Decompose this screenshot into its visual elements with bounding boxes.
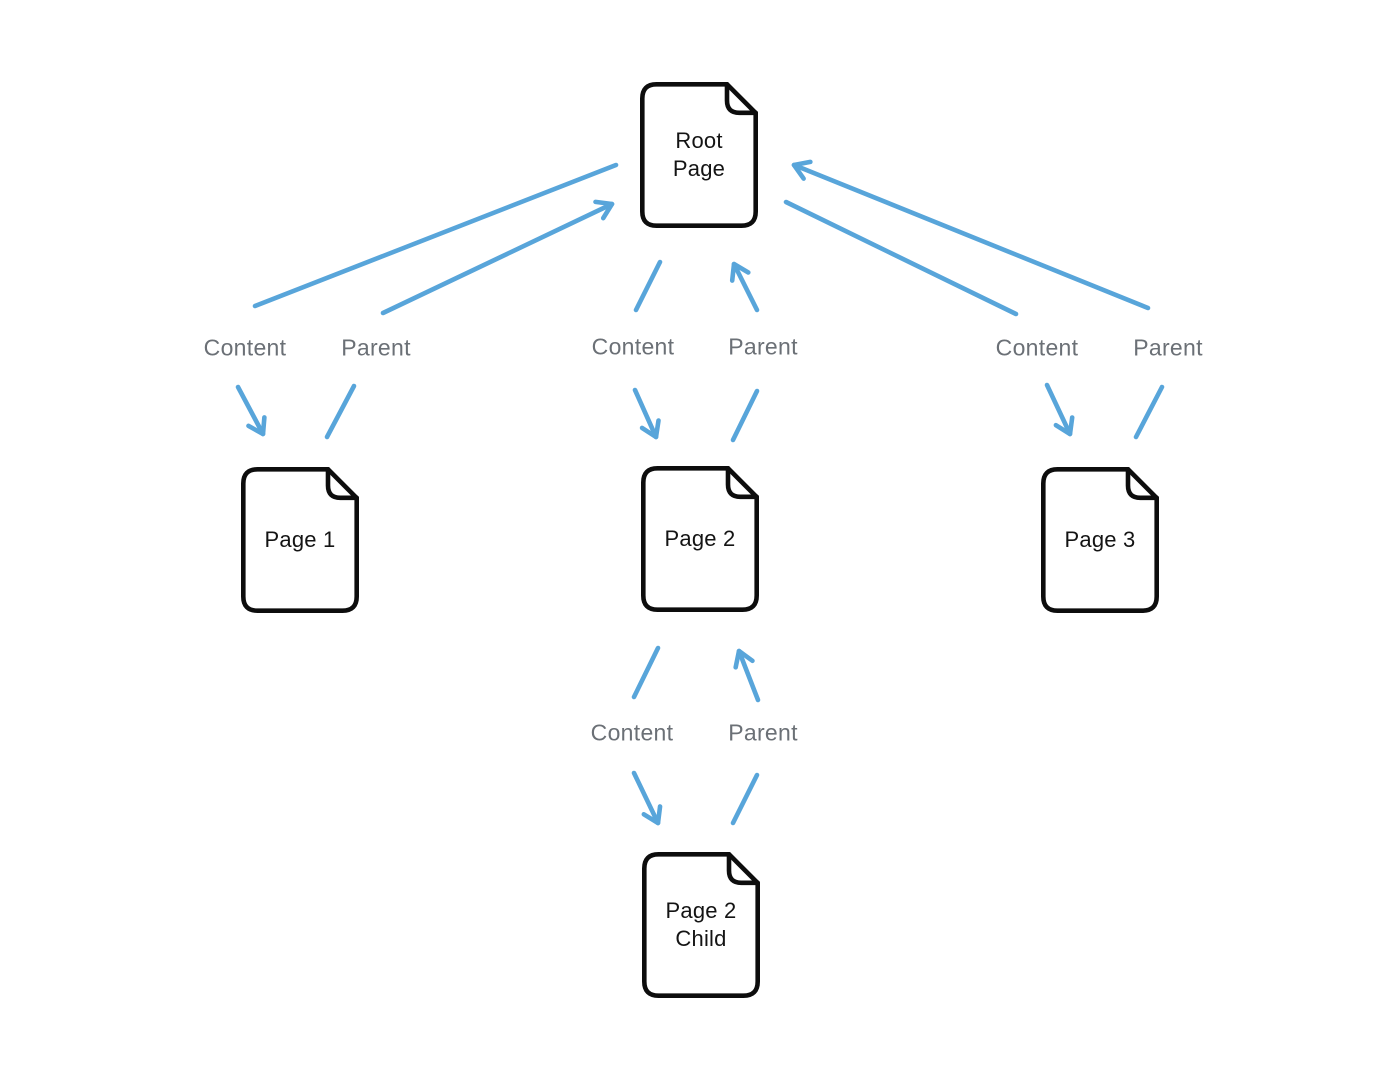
- edge-root-page2-parent-upper: [729, 261, 760, 313]
- node-root-page: Root Page: [640, 82, 758, 228]
- node-page-3-label: Page 3: [1064, 526, 1136, 552]
- edge-root-page2-content-lower: [632, 387, 661, 440]
- edge-label-parent: Parent: [341, 334, 411, 361]
- node-page-1: Page 1: [241, 467, 359, 613]
- node-page-2-child-label: Page 2 Child: [665, 897, 737, 951]
- edge-page2-child-parent-lower: [730, 772, 760, 826]
- node-page-3: Page 3: [1041, 467, 1159, 613]
- node-page-2-child: Page 2 Child: [642, 852, 760, 998]
- edge-page2-child-parent-upper: [733, 648, 761, 703]
- edge-root-page1-parent-lower: [324, 383, 357, 440]
- edge-label-content: Content: [203, 334, 287, 361]
- edge-label-content: Content: [591, 333, 675, 360]
- edge-label-content: Content: [590, 719, 674, 746]
- edge-root-page1-parent-upper: [380, 199, 615, 316]
- node-root-page-label: Root Page: [672, 127, 726, 181]
- edge-label-content: Content: [995, 334, 1079, 361]
- edge-label-parent: Parent: [1133, 334, 1203, 361]
- edge-root-page3-parent-upper: [791, 159, 1151, 311]
- edge-root-page1-content-upper: [252, 162, 619, 309]
- edge-label-parent: Parent: [728, 719, 798, 746]
- edge-root-page1-content-lower: [235, 384, 267, 437]
- edge-root-page2-parent-lower: [730, 388, 760, 443]
- edge-root-page2-content-upper: [633, 259, 663, 313]
- edge-page2-child-content-lower: [631, 770, 663, 826]
- edge-label-parent: Parent: [728, 333, 798, 360]
- node-page-1-label: Page 1: [264, 526, 336, 552]
- node-page-2-label: Page 2: [664, 525, 736, 551]
- edge-root-page3-parent-lower: [1133, 384, 1165, 440]
- node-page-2: Page 2: [641, 466, 759, 612]
- edge-root-page3-content-upper: [783, 199, 1019, 317]
- edge-root-page3-content-lower: [1044, 382, 1075, 437]
- edge-page2-child-content-upper: [631, 645, 661, 700]
